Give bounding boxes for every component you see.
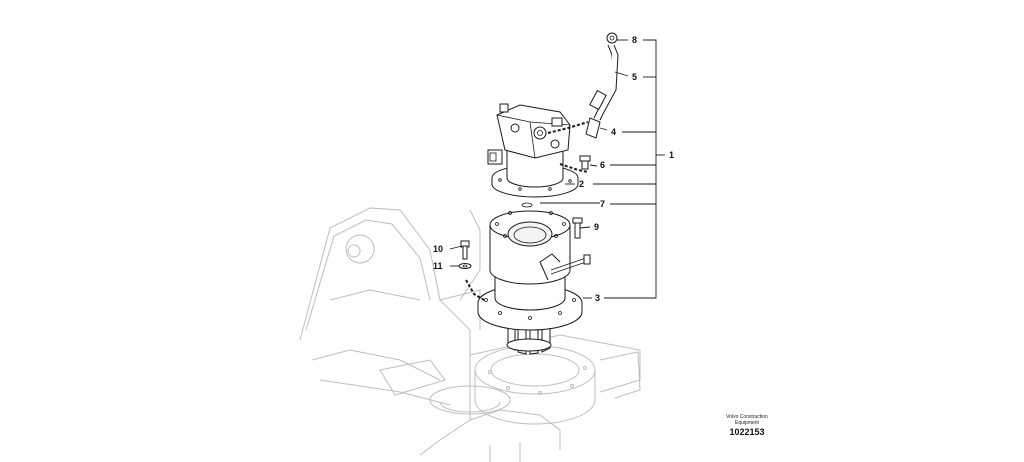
plug <box>579 155 591 170</box>
washer <box>458 263 472 269</box>
callout-9: 9 <box>594 222 599 232</box>
callout-1: 1 <box>669 150 674 160</box>
swing-reduction-gear <box>477 210 591 355</box>
fitting-assembly-line <box>547 121 589 134</box>
callout-3: 3 <box>595 293 600 303</box>
callout-7: 7 <box>600 199 605 209</box>
callout-4: 4 <box>611 127 616 137</box>
plug-assembly-line <box>559 163 589 173</box>
callout-2: 2 <box>579 179 584 189</box>
swing-motor <box>487 103 579 198</box>
mounting-bolt <box>460 240 470 260</box>
hose-assembly <box>585 32 619 139</box>
leader-lines <box>449 39 665 299</box>
callout-5: 5 <box>632 72 637 82</box>
callout-labels: 8 5 4 1 6 2 7 9 10 11 3 <box>433 35 674 303</box>
brand-line-2: Equipment <box>735 420 759 426</box>
drawing-id: 1022153 <box>729 427 765 437</box>
bolt-assembly-line <box>465 279 485 301</box>
callout-10: 10 <box>433 244 443 254</box>
callout-8: 8 <box>632 35 637 45</box>
upper-frame-ghost <box>299 207 641 462</box>
level-gauge-bolt <box>572 217 583 239</box>
o-ring <box>521 202 533 208</box>
brand-line-1: Volvo Construction <box>726 414 768 420</box>
callout-11: 11 <box>433 261 443 271</box>
callout-6: 6 <box>600 160 605 170</box>
